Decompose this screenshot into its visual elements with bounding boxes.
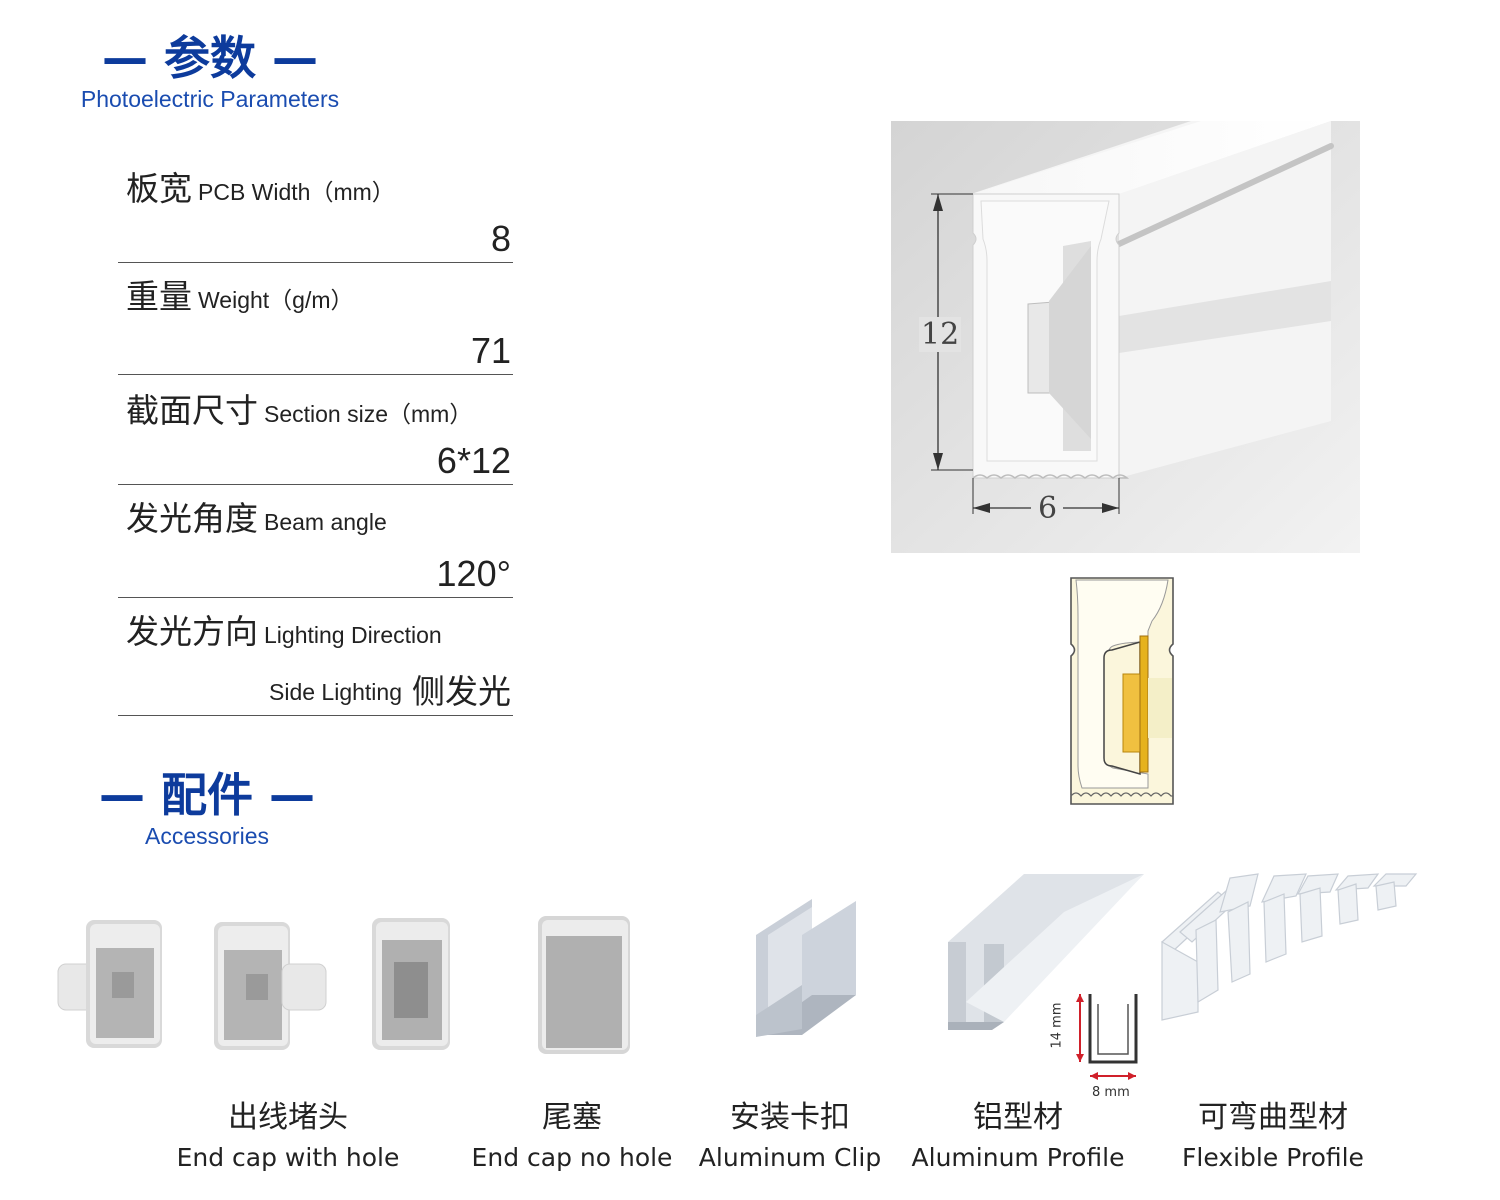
- accessory-name-cn: 可弯曲型材: [1198, 1100, 1348, 1135]
- profile-width-label: 8 mm: [1092, 1085, 1130, 1100]
- accessory-label-aluminum-profile: 铝型材 Aluminum Profile: [903, 1098, 1133, 1178]
- accessory-name-cn: 铝型材: [973, 1100, 1063, 1135]
- aluminum-profile-image: [944, 872, 1149, 1032]
- param-value: 8: [490, 218, 511, 259]
- accessories-section-header: — 配件 — Accessories: [60, 767, 354, 849]
- accessory-label-end-cap-no-hole: 尾塞 End cap no hole: [462, 1098, 682, 1178]
- accessory-label-flexible-profile: 可弯曲型材 Flexible Profile: [1168, 1098, 1378, 1178]
- width-dimension-label: 6: [1038, 491, 1058, 526]
- section-3d-render: 12 6: [891, 121, 1360, 553]
- accessory-label-end-cap-with-hole: 出线堵头 End cap with hole: [168, 1098, 408, 1178]
- section-3d-render-image: [891, 121, 1360, 553]
- accessory-label-aluminum-clip: 安装卡扣 Aluminum Clip: [690, 1098, 890, 1178]
- accessory-name-cn: 安装卡扣: [730, 1100, 850, 1135]
- accessory-name-en: End cap no hole: [471, 1143, 673, 1172]
- end-cap-with-hole-image: [56, 912, 456, 1057]
- param-value: 120°: [436, 553, 511, 594]
- params-section-header: — 参数 — Photoelectric Parameters: [60, 30, 360, 112]
- accessory-name-en: End cap with hole: [176, 1143, 400, 1172]
- profile-height-label: 14 mm: [1049, 1002, 1065, 1049]
- profile-dimension-drawing: 14 mm 8 mm: [1050, 990, 1150, 1100]
- cross-section-diagram-image: [1070, 577, 1174, 805]
- accessories-section-title: — 配件 —: [98, 768, 316, 822]
- accessory-name-cn: 尾塞: [542, 1100, 602, 1135]
- param-value: 6*12: [436, 440, 511, 481]
- accessory-name-en: Aluminum Profile: [911, 1143, 1125, 1172]
- params-section-title: — 参数 —: [101, 31, 319, 85]
- accessory-name-en: Aluminum Clip: [698, 1143, 882, 1172]
- accessory-name-cn: 出线堵头: [228, 1100, 348, 1135]
- param-value: 71: [470, 330, 511, 371]
- params-section-subtitle: Photoelectric Parameters: [80, 86, 340, 112]
- accessory-name-en: Flexible Profile: [1182, 1143, 1364, 1172]
- height-dimension-label: 12: [919, 317, 962, 352]
- accessories-section-subtitle: Accessories: [145, 823, 269, 849]
- aluminum-clip-image: [752, 895, 862, 1043]
- flexible-profile-image: [1158, 872, 1420, 1022]
- cross-section-diagram: [1068, 576, 1178, 806]
- end-cap-no-hole-image: [536, 914, 632, 1056]
